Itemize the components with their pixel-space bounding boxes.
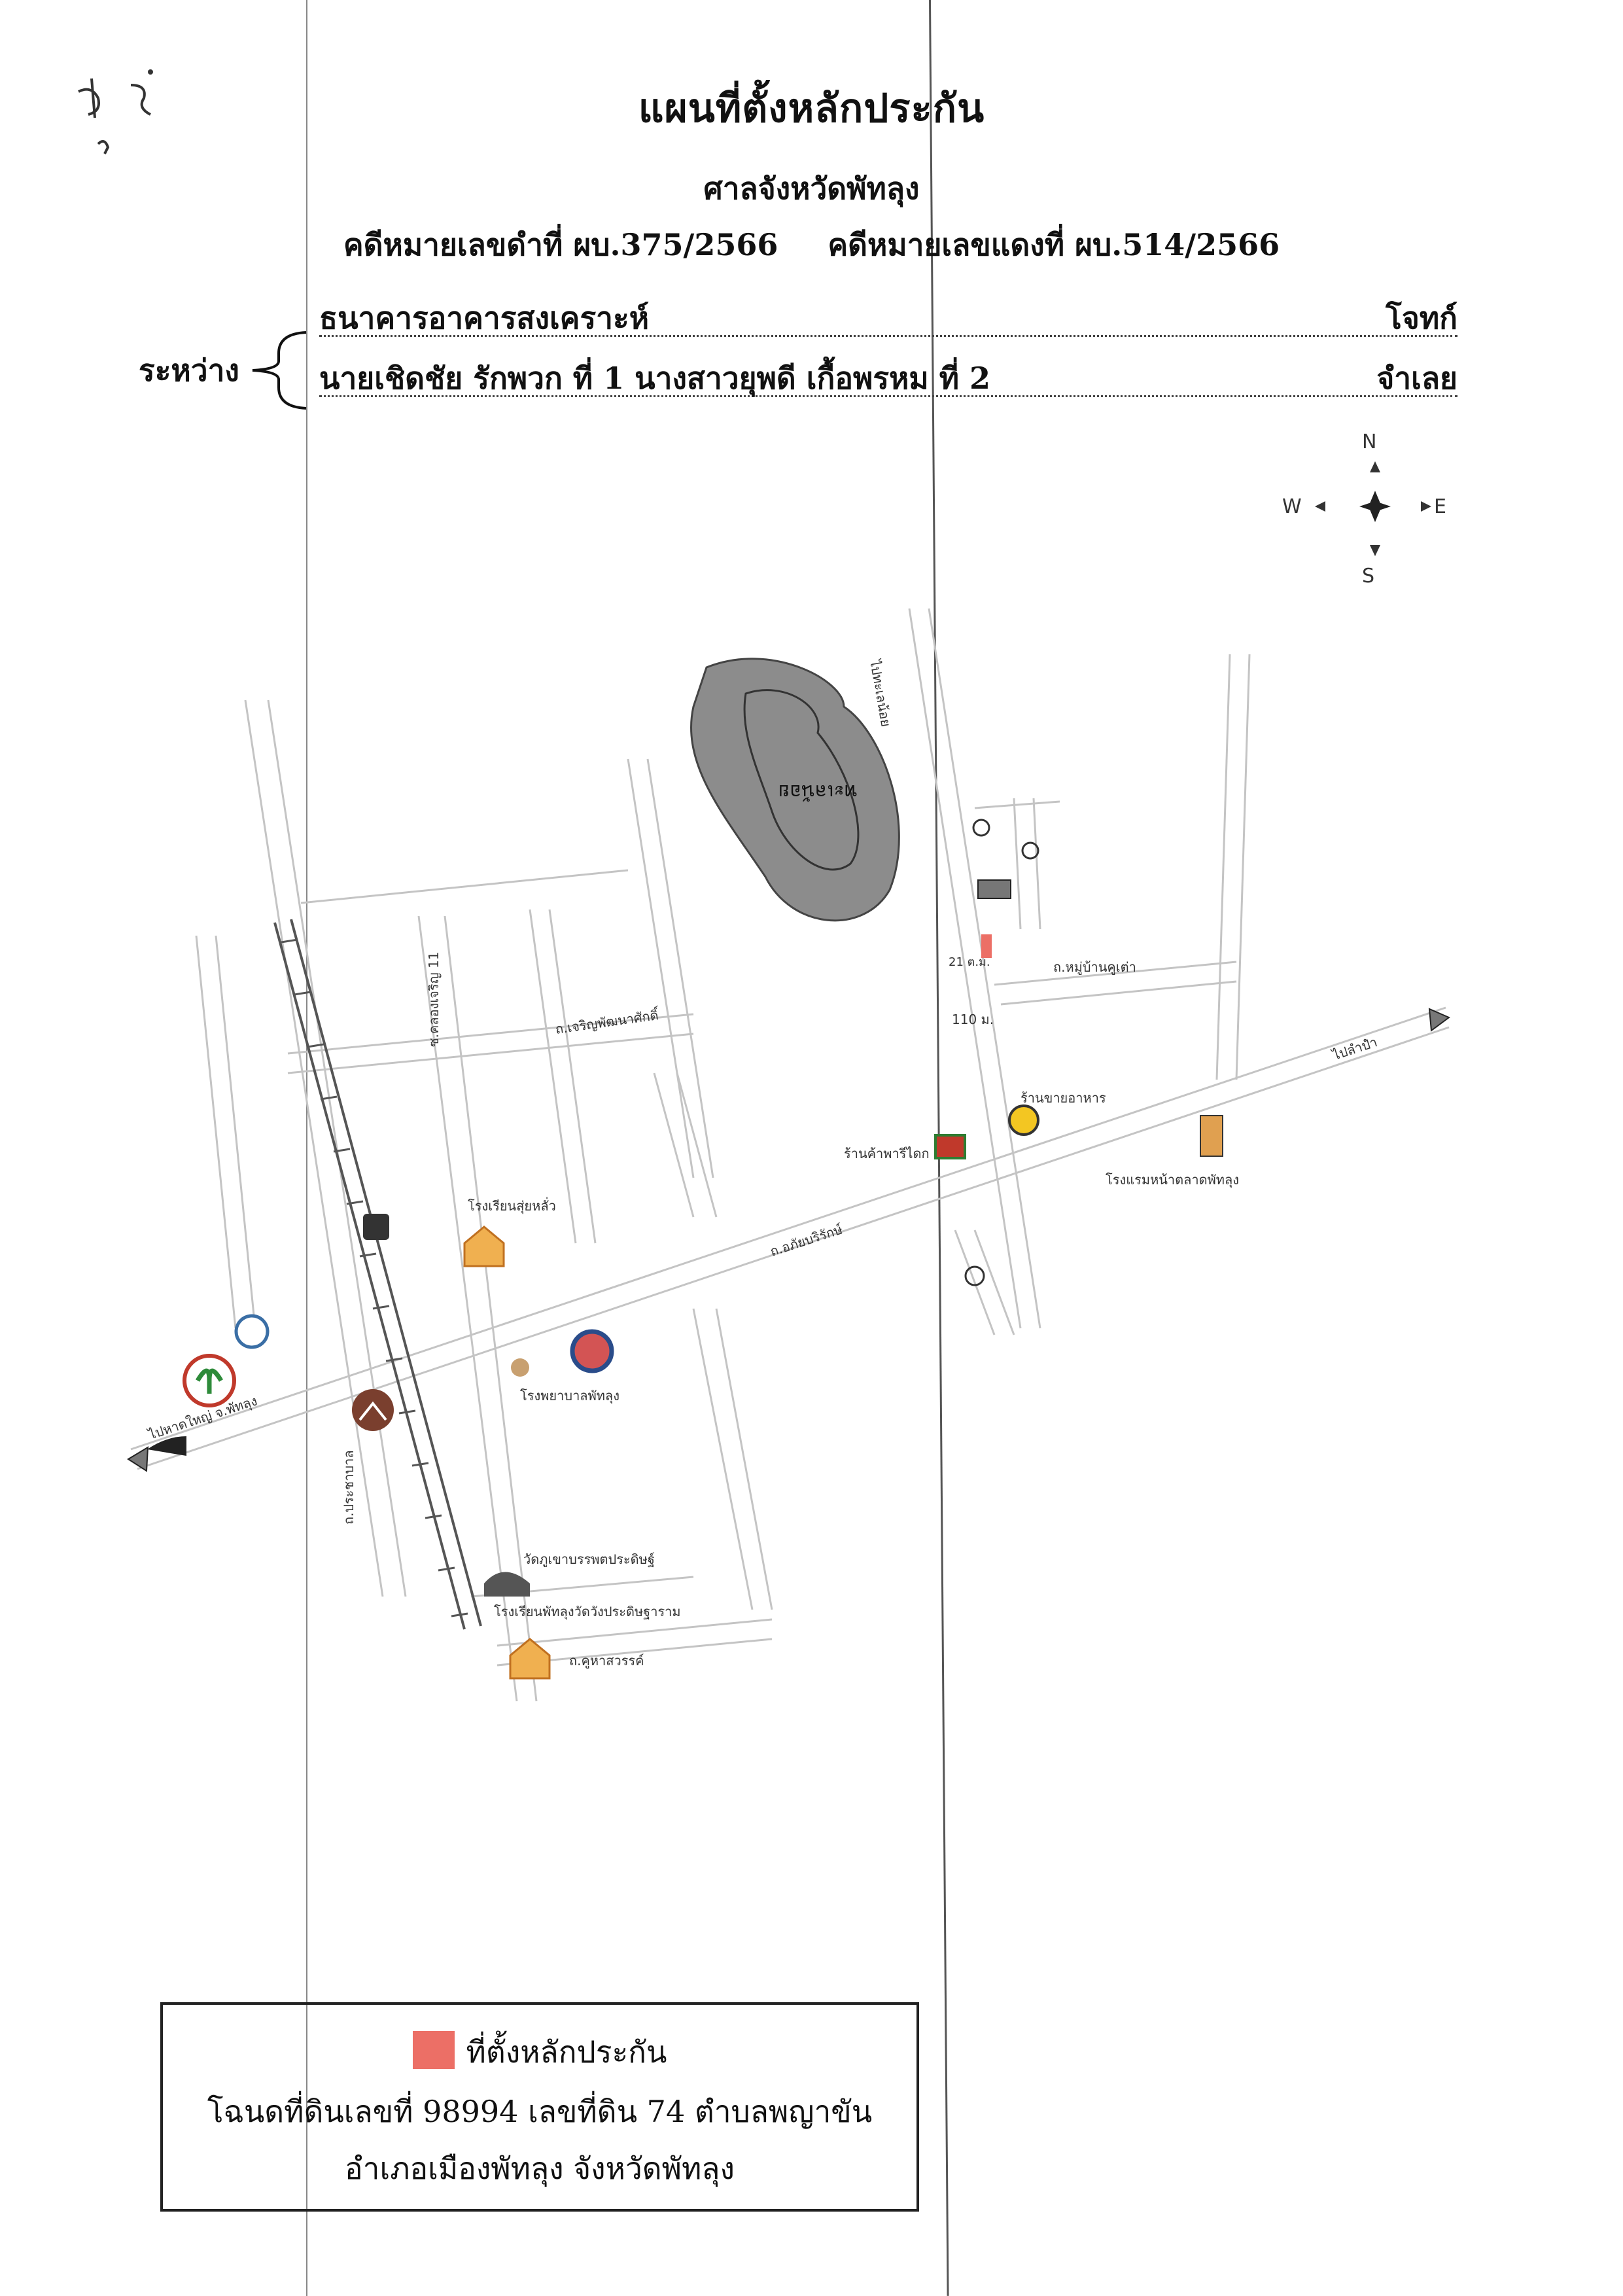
defendant-names: นายเชิดชัย รักพวก ที่ 1 นางสาวยุพดี เกื้…	[319, 361, 991, 396]
between-label: ระหว่าง	[139, 353, 239, 388]
legend-marker-row: ที่ตั้งหลักประกัน	[163, 2028, 916, 2076]
to-north-label: ไปทะเลน้อย	[867, 658, 894, 728]
legend-swatch	[412, 2031, 455, 2069]
shop-label: ร้านขายอาหาร	[1021, 1090, 1106, 1106]
defendant-role: จำเลย	[1376, 361, 1457, 396]
compass-north: N	[1362, 431, 1376, 453]
black-case-number: คดีหมายเลขดำที่ ผบ.375/2566	[343, 227, 778, 262]
legend-marker-label: ที่ตั้งหลักประกัน	[466, 2034, 667, 2070]
school-c-label: โรงเรียนพัทลุงวัดวังประดิษฐาราม	[494, 1604, 681, 1620]
case-numbers: คดีหมายเลขดำที่ ผบ.375/2566 คดีหมายเลขแด…	[0, 221, 1623, 269]
to-east-label: ไปลำปำ	[1329, 1034, 1379, 1063]
compass-rose: N S W E	[1282, 431, 1446, 588]
lake: ทะเลน้อย	[690, 658, 900, 922]
arrow-east	[1428, 1008, 1450, 1032]
market-label: ร้านค้าพารีไดก	[844, 1146, 930, 1161]
plaintiff-row: ธนาคารอาคารสงเคราะห์ โจทก์	[319, 294, 1457, 337]
lake-label: ทะเลน้อย	[778, 780, 858, 803]
arrow-west	[127, 1446, 149, 1472]
charoen-road-label: ถ.เจริญพัฒนาศักดิ์	[554, 1005, 661, 1037]
legend-deed: โฉนดที่ดินเลขที่ 98994 เลขที่ดิน 74 ตำบล…	[207, 2094, 873, 2129]
page-title: แผนที่ตั้งหลักประกัน	[638, 86, 985, 132]
nearby-building	[977, 879, 1011, 899]
distance-label: 110 ม.	[952, 1012, 994, 1027]
road-khuha-label: ถ.คูหาสวรรค์	[569, 1653, 644, 1669]
defendant-row: นายเชิดชัย รักพวก ที่ 1 นางสาวยุพดี เกื้…	[319, 355, 1457, 397]
brace	[252, 331, 307, 410]
to-west-label: ไปหาดใหญ่ จ.พัทลุง	[145, 1392, 259, 1443]
legend-location: อำเภอเมืองพัทลุง จังหวัดพัทลุง	[345, 2151, 735, 2186]
collateral-marker	[981, 934, 992, 958]
plaintiff-role: โจทก์	[1386, 300, 1457, 336]
main-road-label: ถ.อภัยบริรักษ์	[768, 1221, 845, 1259]
legend-box: ที่ตั้งหลักประกัน โฉนดที่ดินเลขที่ 98994…	[160, 2002, 919, 2212]
collateral-label: 21 ต.ม.	[949, 955, 990, 969]
compass-east: E	[1434, 495, 1446, 518]
soi-11-label: ซ.คลองเจริญ 11	[426, 952, 442, 1048]
road-prachabal-label: ถ.ประชาบาล	[341, 1450, 357, 1525]
compass-west: W	[1282, 495, 1302, 518]
scan-line-right	[929, 0, 949, 2296]
school-b-label: โรงพยาบาลพัทลุง	[520, 1388, 620, 1404]
temple-label: วัดภูเขาบรรพตประดิษฐ์	[523, 1551, 655, 1568]
side-road-label: ถ.หมู่บ้านคูเต่า	[1053, 959, 1136, 976]
court-name: ศาลจังหวัดพัทลุง	[703, 171, 920, 206]
roads	[130, 608, 1450, 1702]
plaintiff-name: ธนาคารอาคารสงเคราะห์	[319, 300, 650, 336]
school-a-label: โรงเรียนสุ่ยหลั่ว	[468, 1197, 556, 1214]
compass-south: S	[1362, 565, 1374, 588]
poi-icons	[183, 819, 1223, 1680]
handwritten-mark	[78, 69, 153, 154]
red-case-number: คดีหมายเลขแดงที่ ผบ.514/2566	[828, 227, 1280, 262]
hotel-label: โรงแรมหน้าตลาดพัทลุง	[1106, 1172, 1239, 1188]
